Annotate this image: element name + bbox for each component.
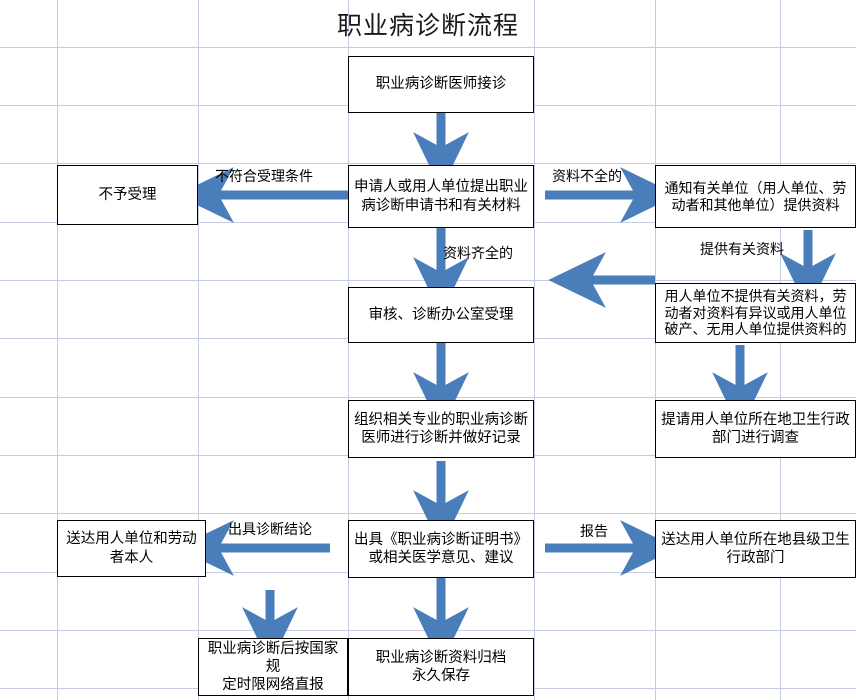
node-no-material[interactable]: 用人单位不提供有关资料，劳 动者对资料有异议或用人单位 破产、无用人单位提供资料… (655, 283, 856, 343)
node-intake[interactable]: 职业病诊断医师接诊 (348, 56, 534, 113)
edge-label-incomplete-material: 资料不全的 (552, 168, 622, 184)
edge-label-report: 报告 (580, 523, 608, 539)
gridline-vertical (57, 0, 58, 700)
node-reject[interactable]: 不予受理 (57, 165, 198, 225)
node-accept[interactable]: 审核、诊断办公室受理 (348, 287, 534, 343)
node-deliver-worker[interactable]: 送达用人单位和劳动 者本人 (57, 520, 206, 577)
node-request-investigation[interactable]: 提请用人单位所在地卫生行政 部门进行调查 (655, 400, 856, 458)
node-accept-label: 审核、诊断办公室受理 (368, 306, 514, 323)
node-issue-certificate-label: 出具《职业病诊断证明书》 或相关医学意见、建议 (354, 531, 528, 566)
gridline-vertical (348, 0, 349, 700)
node-application-label: 申请人或用人单位提出职业 病诊断申请书和有关材料 (354, 179, 528, 214)
node-deliver-county-label: 送达用人单位所在地县级卫生 行政部门 (661, 531, 850, 566)
node-network-report[interactable]: 职业病诊断后按国家规 定时限网络直报 (198, 638, 348, 696)
node-archive-label: 职业病诊断资料归档 永久保存 (375, 649, 507, 684)
node-intake-label: 职业病诊断医师接诊 (375, 76, 507, 93)
edge-label-complete-material: 资料齐全的 (443, 245, 513, 261)
gridline-vertical (780, 0, 781, 700)
node-reject-label: 不予受理 (98, 186, 157, 203)
node-application[interactable]: 申请人或用人单位提出职业 病诊断申请书和有关材料 (348, 165, 534, 228)
node-organize-diagnosis-label: 组织相关专业的职业病诊断 医师进行诊断并做好记录 (354, 411, 528, 446)
node-notify-units[interactable]: 通知有关单位（用人单位、劳 动者和其他单位）提供资料 (655, 165, 856, 228)
gridline-vertical (534, 0, 535, 700)
node-deliver-worker-label: 送达用人单位和劳动 者本人 (66, 531, 197, 566)
node-deliver-county[interactable]: 送达用人单位所在地县级卫生 行政部门 (655, 520, 856, 578)
edge-label-not-qualified: 不符合受理条件 (215, 168, 313, 184)
node-no-material-label: 用人单位不提供有关资料，劳 动者对资料有异议或用人单位 破产、无用人单位提供资料… (664, 287, 847, 338)
node-notify-units-label: 通知有关单位（用人单位、劳 动者和其他单位）提供资料 (664, 179, 847, 213)
node-request-investigation-label: 提请用人单位所在地卫生行政 部门进行调查 (661, 411, 850, 446)
gridline-horizontal (0, 47, 856, 48)
node-network-report-label: 职业病诊断后按国家规 定时限网络直报 (207, 640, 339, 694)
node-archive[interactable]: 职业病诊断资料归档 永久保存 (348, 638, 534, 696)
node-organize-diagnosis[interactable]: 组织相关专业的职业病诊断 医师进行诊断并做好记录 (348, 400, 534, 458)
edge-label-provide-material: 提供有关资料 (700, 241, 784, 257)
gridline-vertical (198, 0, 199, 700)
gridline-vertical (655, 0, 656, 700)
node-issue-certificate[interactable]: 出具《职业病诊断证明书》 或相关医学意见、建议 (348, 520, 534, 578)
edge-label-diagnosis-conclusion: 出具诊断结论 (228, 521, 312, 537)
page-title: 职业病诊断流程 (336, 12, 519, 40)
